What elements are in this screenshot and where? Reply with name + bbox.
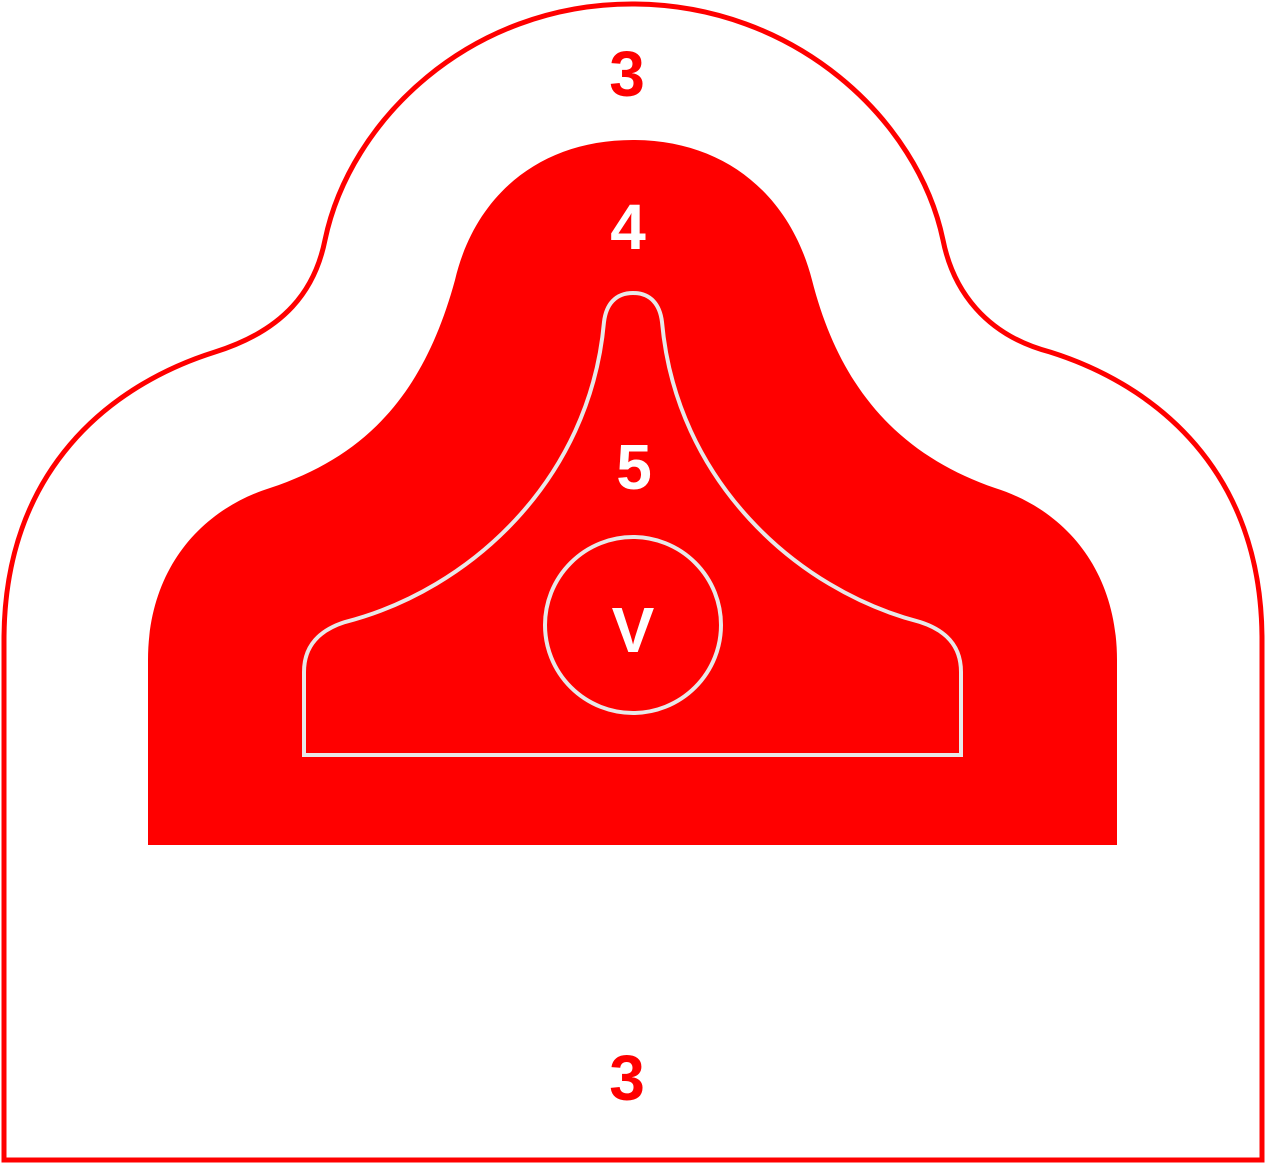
label-top-3: 3 [609,38,645,110]
label-zone-5: 5 [616,431,652,503]
label-zone-4: 4 [610,191,646,263]
zone-5-outline [302,290,963,757]
label-bottom-3: 3 [609,1042,645,1114]
label-zone-v: V [612,594,655,666]
v-ring [543,535,723,715]
